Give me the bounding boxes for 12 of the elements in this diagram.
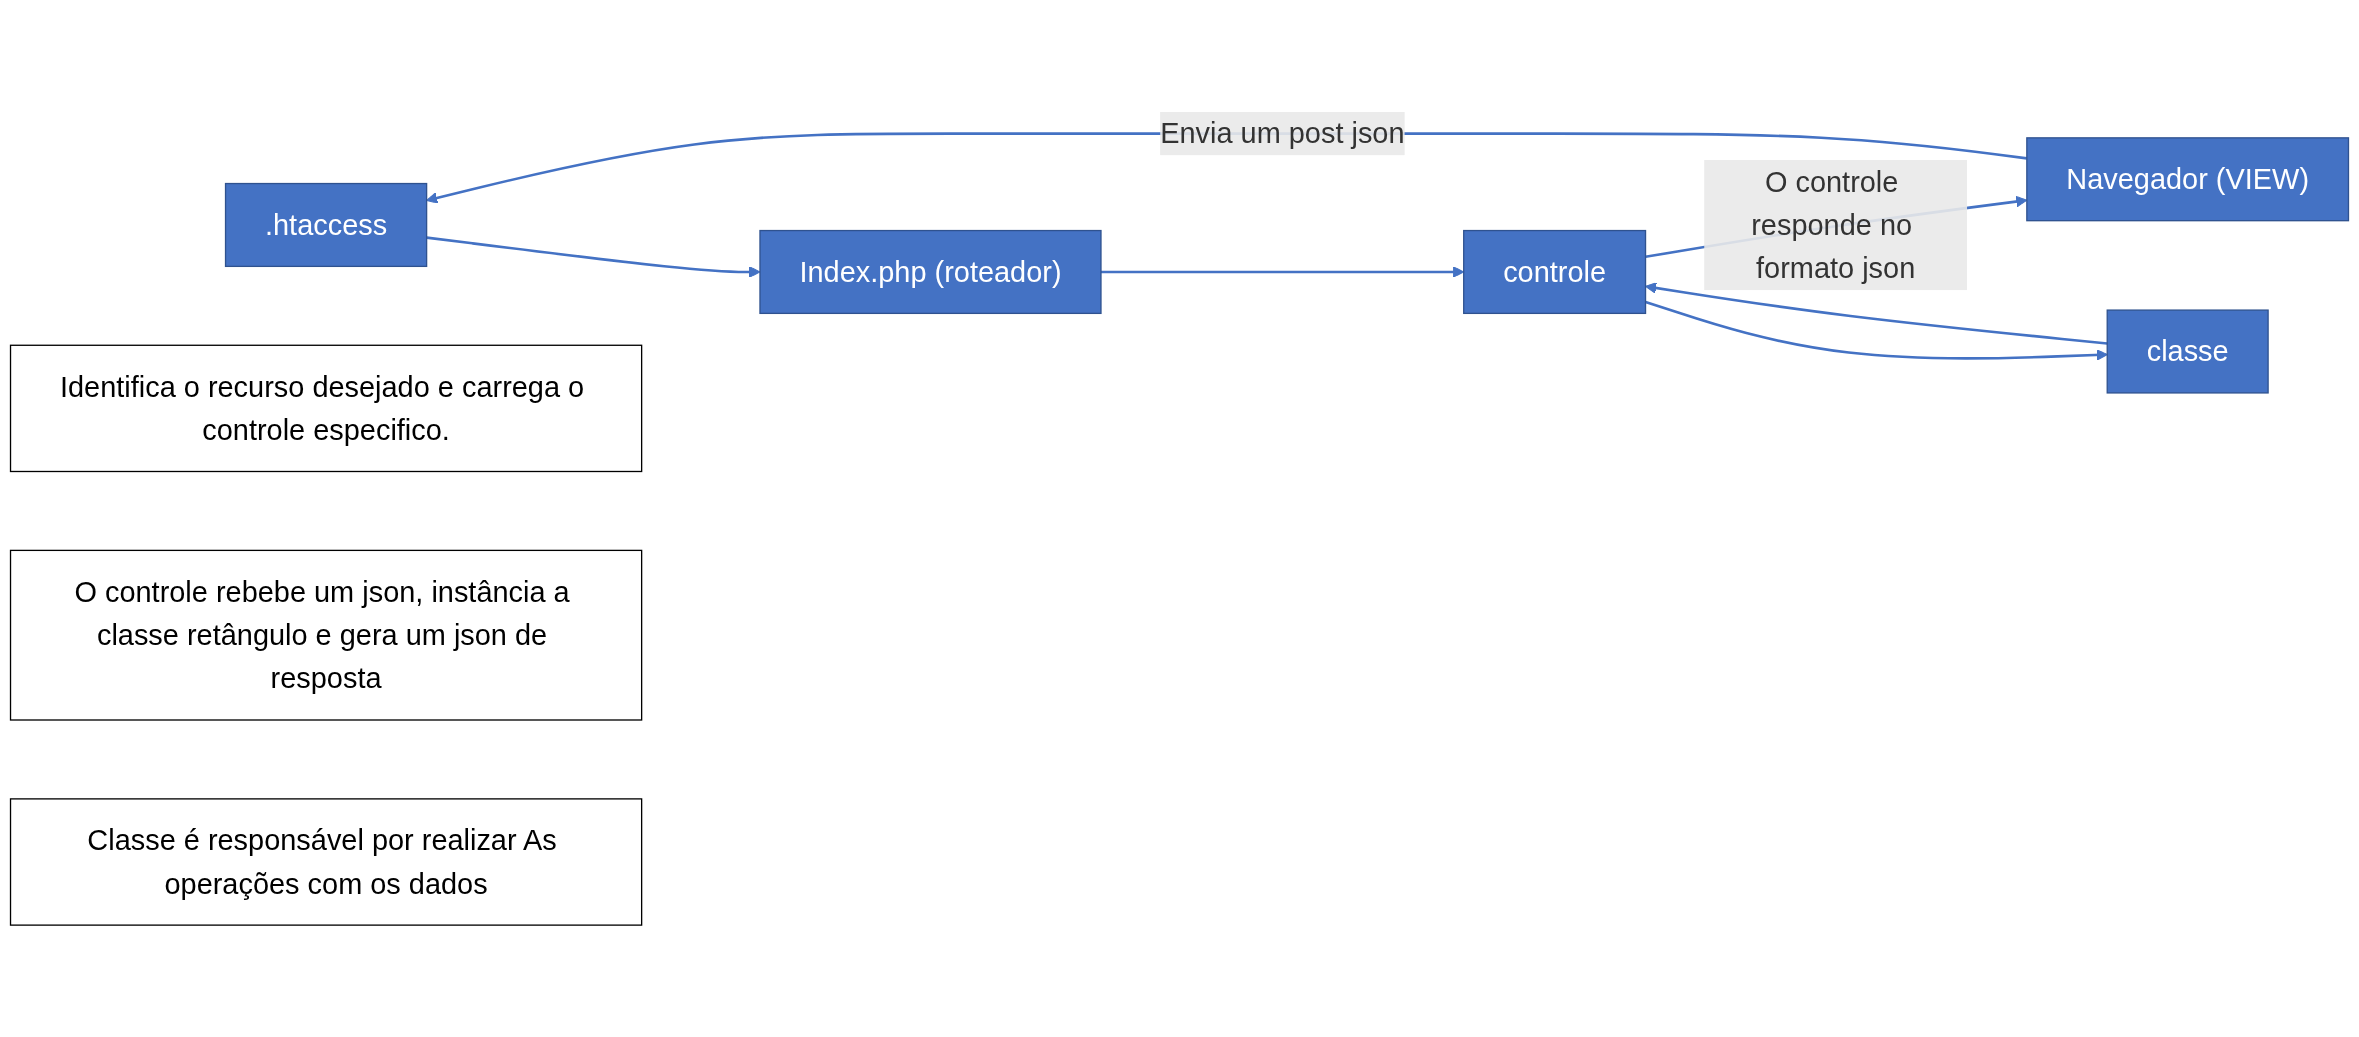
arrow xyxy=(1645,300,2108,361)
node-box: Classe é responsável por realizar As operações com os dados xyxy=(9,798,643,926)
node-box: Navegador (VIEW) xyxy=(2026,137,2350,222)
edge-label: O controle responde no formato json xyxy=(1751,165,1916,285)
node-box: .htaccess xyxy=(224,182,428,268)
arrow xyxy=(1645,282,2108,345)
node-box: Identifica o recurso desejado e carrega o controle especifico. xyxy=(9,344,643,473)
edge-label: Envia um post json xyxy=(1160,117,1405,151)
node-box: O controle rebebe um json, instância a classe retângulo e gera um json de resposta xyxy=(9,549,643,721)
node-box: classe xyxy=(2106,309,2269,394)
node-box: controle xyxy=(1463,229,1647,315)
node-box: Index.php (roteador) xyxy=(759,229,1102,315)
